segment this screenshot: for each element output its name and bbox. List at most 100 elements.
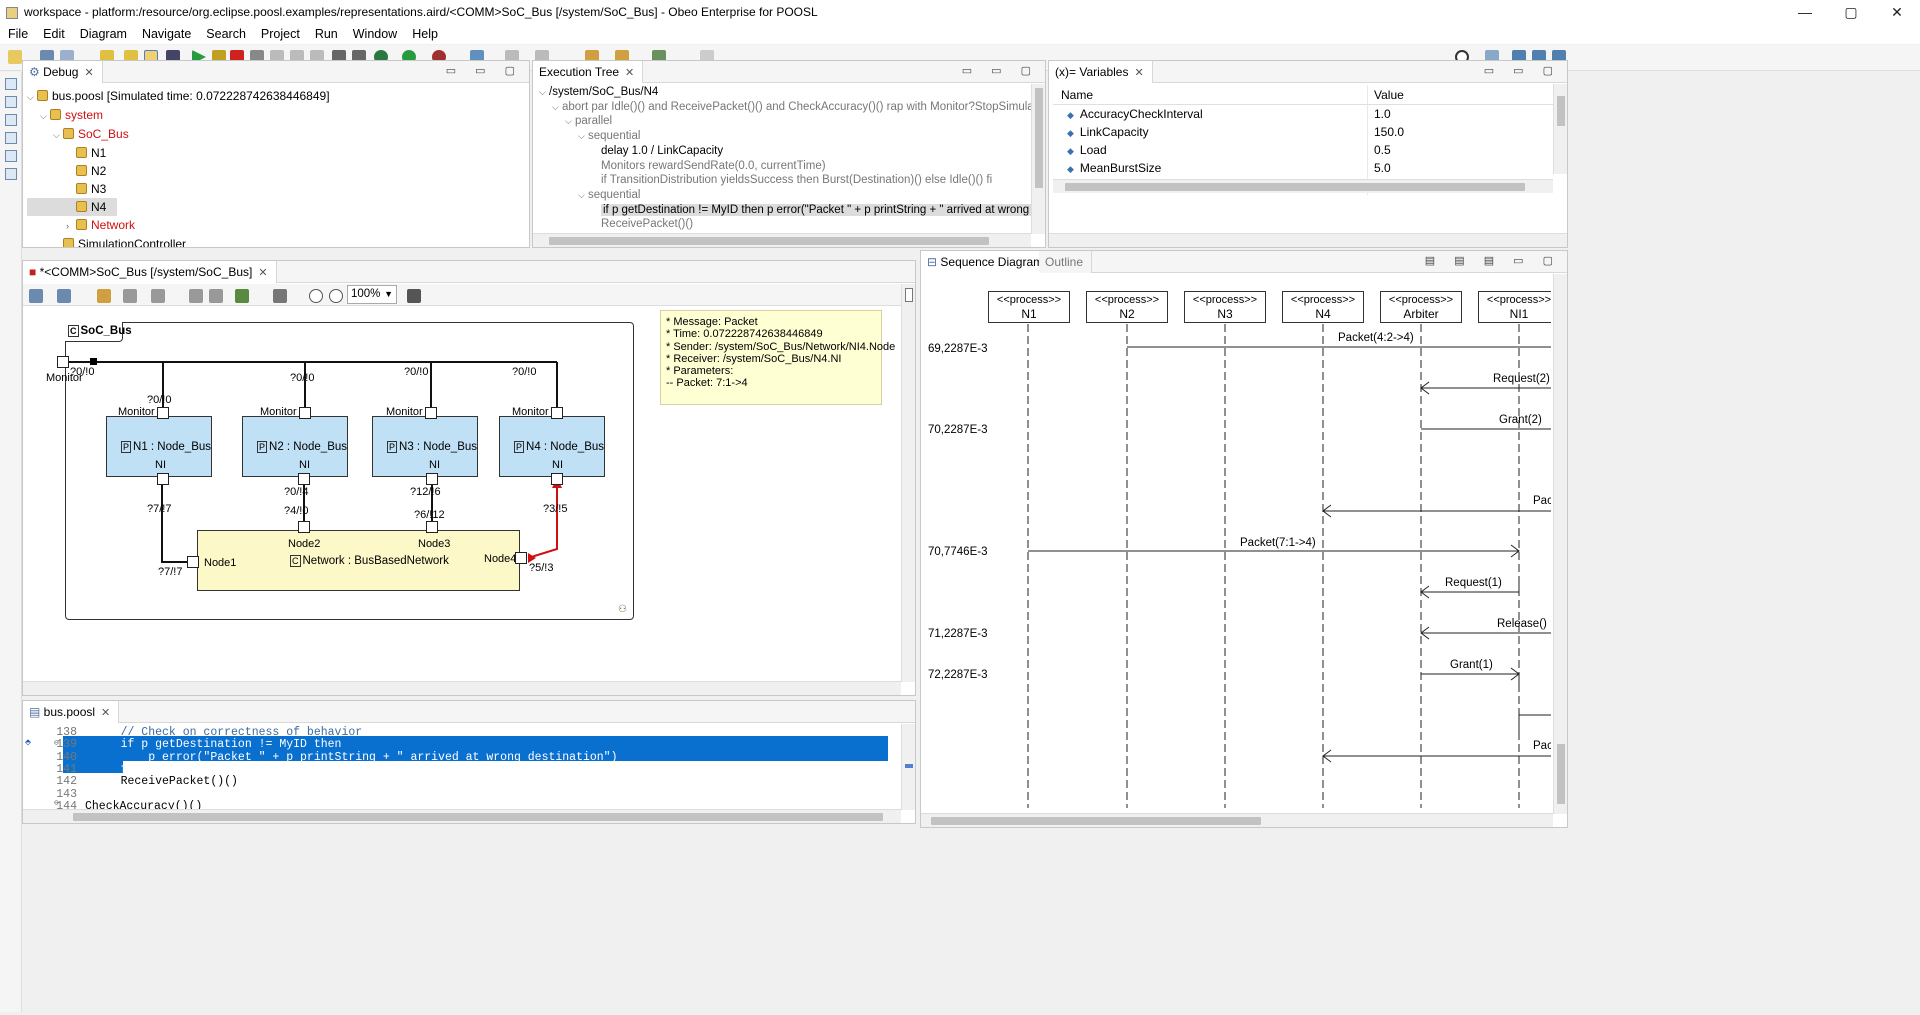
network-node4-port[interactable] (515, 552, 527, 564)
menu-diagram[interactable]: Diagram (79, 27, 127, 41)
debug-tree-item[interactable]: ⌵SoC_Bus (27, 125, 529, 144)
print-icon[interactable] (273, 289, 287, 303)
menu-file[interactable]: File (8, 27, 29, 41)
new-icon[interactable] (8, 50, 22, 64)
export-icon[interactable] (189, 289, 203, 303)
n3-ni-port[interactable] (426, 473, 438, 485)
n4-ni-port[interactable] (551, 473, 563, 485)
lifeline-header[interactable]: <<process>>N4 (1282, 291, 1364, 323)
debug-tree-item[interactable]: SimulationController (27, 235, 529, 247)
view-controls[interactable]: ▭ ▭ ▢ (961, 65, 1039, 77)
tab-bus-poosl[interactable]: ▤ bus.poosl✕ (23, 701, 120, 723)
vertical-scrollbar[interactable] (1031, 84, 1045, 234)
n4-monitor-port[interactable] (551, 407, 563, 419)
view-controls[interactable]: ▤ ▤ ▤ ▭ ▢ (1424, 255, 1561, 267)
lifeline-header[interactable]: <<process>>N3 (1184, 291, 1266, 323)
execution-tree-item[interactable]: ReceivePacket()() (539, 217, 1045, 232)
lifeline-header[interactable]: <<process>>N2 (1086, 291, 1168, 323)
fold-icon[interactable]: ⊖ (54, 739, 59, 748)
screenshot-icon[interactable] (407, 289, 421, 303)
horizontal-scrollbar[interactable] (23, 809, 901, 823)
message-label[interactable]: Pac (1533, 495, 1551, 507)
tab-diagram[interactable]: ■ *<COMM>SoC_Bus [/system/SoC_Bus]✕ (23, 261, 277, 283)
details-scrollbar[interactable] (1049, 233, 1567, 247)
trim-view-icon[interactable] (5, 78, 17, 90)
menu-help[interactable]: Help (412, 27, 438, 41)
vertical-scrollbar[interactable] (901, 724, 915, 810)
debug-tree-item[interactable]: ⌵bus.poosl [Simulated time: 0.0722287426… (27, 87, 529, 106)
execution-tree-item[interactable]: ⌵sequential (539, 188, 1045, 203)
message-label[interactable]: Grant(1) (1450, 659, 1493, 671)
trim-view-icon[interactable] (5, 168, 17, 180)
close-icon[interactable]: ✕ (1134, 67, 1144, 79)
tab-variables[interactable]: (x)= Variables✕ (1049, 61, 1153, 83)
message-label[interactable]: Release() (1497, 618, 1547, 630)
grid-icon[interactable] (209, 289, 223, 303)
n2-ni-port[interactable] (298, 473, 310, 485)
view-controls[interactable]: ▭ ▭ ▢ (1483, 65, 1561, 77)
debug-tree-item[interactable]: N2 (27, 162, 529, 180)
close-icon[interactable]: ✕ (625, 67, 635, 79)
expand-toggle-icon[interactable]: ⌵ (40, 111, 47, 121)
menu-edit[interactable]: Edit (43, 27, 65, 41)
column-header-value[interactable]: Value (1374, 88, 1404, 102)
maximize-button[interactable]: ▢ (1844, 4, 1858, 20)
close-button[interactable]: ✕ (1891, 4, 1903, 20)
horizontal-scrollbar[interactable] (23, 681, 901, 695)
menu-run[interactable]: Run (314, 27, 338, 41)
execution-tree-item[interactable]: if TransitionDistribution yieldsSuccess … (539, 173, 1045, 188)
expand-toggle-icon[interactable]: ⌵ (27, 92, 34, 102)
lifeline-header[interactable]: <<process>>N1 (988, 291, 1070, 323)
message-label[interactable]: Packet(7:1->4) (1240, 537, 1316, 549)
zoom-out-icon[interactable] (329, 289, 343, 303)
horizontal-scrollbar[interactable] (1053, 179, 1553, 193)
zoom-select[interactable]: 100%▼ (347, 285, 397, 304)
execution-tree-item[interactable]: ⌵/system/SoC_Bus/N4 (539, 85, 1045, 100)
close-icon[interactable]: ✕ (258, 267, 268, 279)
zoom-in-icon[interactable] (309, 289, 323, 303)
horizontal-scrollbar[interactable] (921, 813, 1553, 827)
debug-tree-item[interactable]: ›Network (27, 216, 529, 235)
message-label[interactable]: Pac (1533, 740, 1551, 752)
fold-icon[interactable]: ⊖ (54, 799, 59, 808)
execution-tree-item[interactable]: delay 1.0 / LinkCapacity (539, 144, 1045, 159)
debug-tree-item[interactable]: ⌵system (27, 106, 529, 125)
close-icon[interactable]: ✕ (84, 67, 94, 79)
network-node2-port[interactable] (298, 521, 310, 533)
vertical-scrollbar[interactable] (1553, 84, 1567, 174)
arrange-icon[interactable] (29, 289, 43, 303)
menu-navigate[interactable]: Navigate (141, 27, 192, 41)
style-icon[interactable] (235, 289, 249, 303)
expand-toggle-icon[interactable]: › (66, 221, 69, 231)
layers-icon[interactable] (57, 289, 71, 303)
execution-tree-item[interactable]: ⌵abort par Idle()() and ReceivePacket()(… (539, 100, 1045, 115)
expand-toggle-icon[interactable]: ⌵ (539, 87, 546, 97)
vertical-scrollbar[interactable] (1553, 274, 1567, 814)
n2-monitor-port[interactable] (299, 407, 311, 419)
menu-search[interactable]: Search (206, 27, 246, 41)
filter-icon[interactable] (151, 289, 165, 303)
message-label[interactable]: Packet(4:2->4) (1338, 332, 1414, 344)
select-icon[interactable] (123, 289, 137, 303)
monitor-port[interactable] (57, 356, 69, 368)
trim-view-icon[interactable] (5, 96, 17, 108)
expand-toggle-icon[interactable]: ⌵ (578, 131, 585, 142)
expand-toggle-icon[interactable]: ⌵ (578, 189, 585, 200)
debug-tree-item[interactable]: N1 (27, 144, 529, 162)
execution-tree-item[interactable]: if p getDestination != MyID then p error… (539, 203, 1045, 218)
menu-project[interactable]: Project (260, 27, 300, 41)
expand-toggle-icon[interactable]: ⌵ (53, 130, 60, 140)
execution-tree-item[interactable]: ⌵parallel (539, 114, 1045, 129)
lifeline-header[interactable]: <<process>>NI1 (1478, 291, 1551, 323)
horizontal-scrollbar[interactable] (533, 233, 1031, 247)
debug-tree-item[interactable]: N3 (27, 180, 529, 198)
message-label[interactable]: Request(2) (1493, 373, 1550, 385)
